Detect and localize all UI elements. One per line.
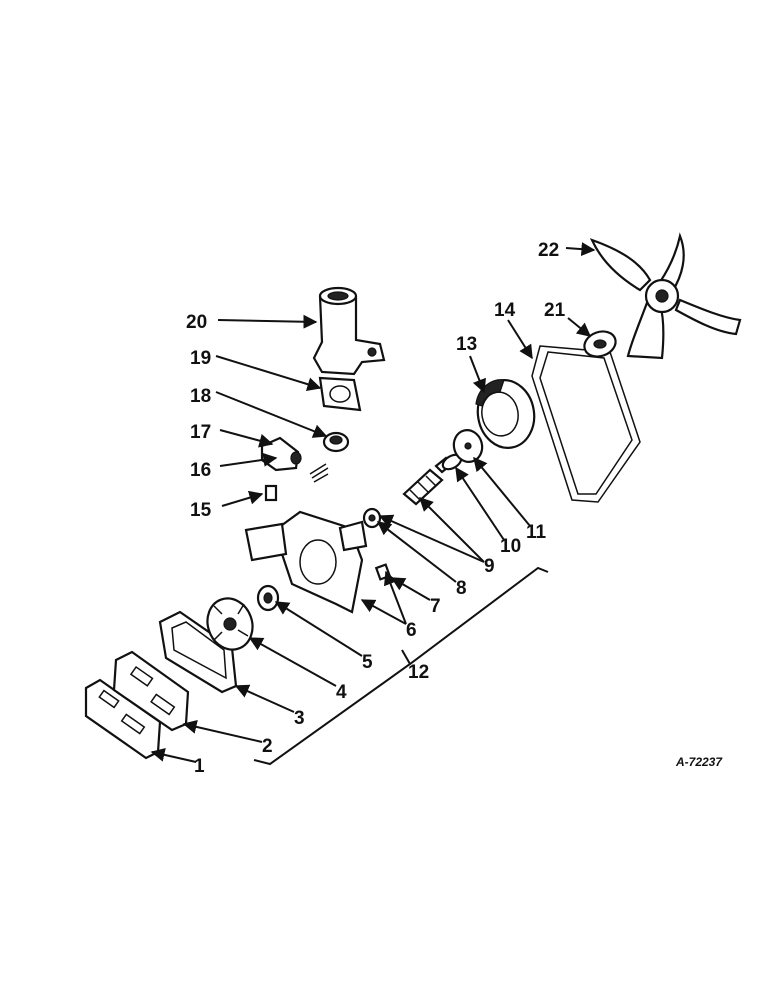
part-16-spring (309, 463, 329, 483)
callout-9: 9 (484, 556, 495, 577)
part-19-gasket (318, 376, 362, 412)
callout-8: 8 (456, 578, 467, 599)
part-18-thermostat (322, 431, 350, 453)
callout-2: 2 (262, 736, 273, 757)
drawing-number: A-72237 (675, 755, 723, 769)
callout-7: 7 (430, 596, 441, 617)
callout-13: 13 (456, 334, 477, 355)
callout-17: 17 (190, 422, 211, 443)
callout-11: 11 (526, 522, 547, 543)
assembly-12-bracket (253, 566, 549, 766)
callout-labels: 1 2 3 4 5 6 7 8 9 10 11 12 13 14 15 16 1… (186, 240, 566, 777)
part-5-seal (256, 584, 280, 612)
part-20-water-outlet (312, 286, 386, 376)
part-14-belt (531, 345, 641, 503)
callout-19: 19 (190, 348, 211, 369)
part-22-fan (589, 232, 742, 360)
part-15-fitting (264, 484, 278, 502)
part-6-pump-body (244, 510, 368, 614)
callout-5: 5 (362, 652, 373, 673)
callout-12: 12 (408, 662, 429, 683)
callout-18: 18 (190, 386, 211, 407)
callout-14: 14 (494, 300, 516, 321)
part-11-hub (452, 429, 484, 463)
callout-15: 15 (190, 500, 212, 521)
callout-21: 21 (544, 300, 566, 321)
leader-lines (150, 242, 596, 763)
callout-6: 6 (406, 620, 417, 641)
part-9-bearing (362, 507, 382, 529)
callout-1: 1 (194, 756, 205, 777)
callout-10: 10 (500, 536, 521, 557)
part-21-spacer (583, 330, 617, 358)
callout-20: 20 (186, 312, 207, 333)
callout-16: 16 (190, 460, 211, 481)
callout-4: 4 (336, 682, 347, 703)
part-13-pulley (475, 379, 536, 449)
callout-3: 3 (294, 708, 305, 729)
part-4-impeller (206, 597, 254, 651)
callout-22: 22 (538, 240, 559, 261)
